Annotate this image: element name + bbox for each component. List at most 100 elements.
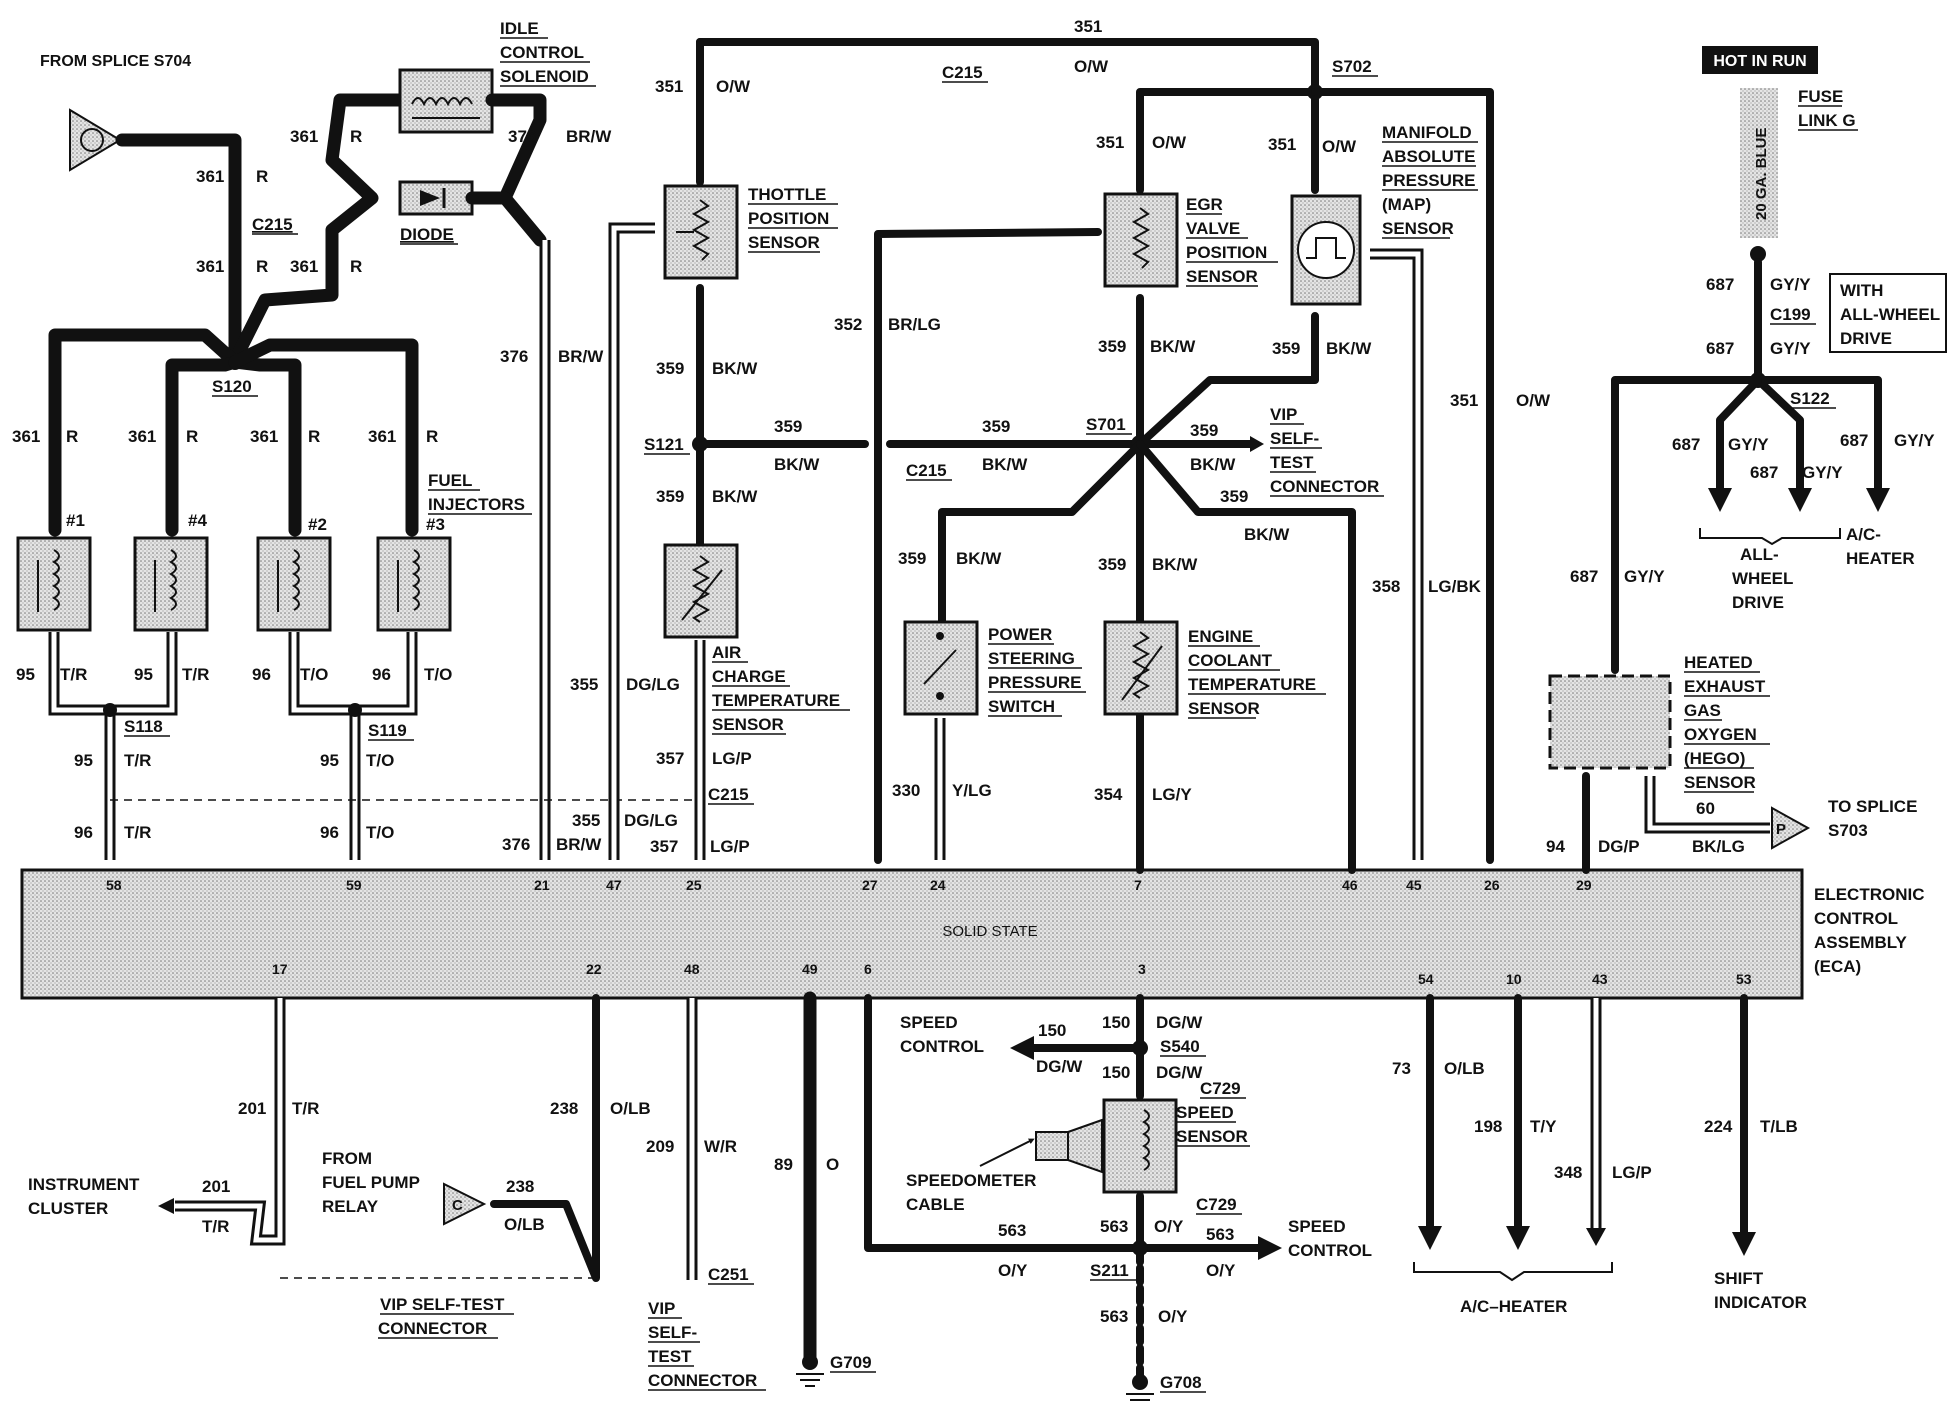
eca-solid-state-label: SOLID STATE	[942, 923, 1037, 940]
wire-label: POSITION	[1186, 243, 1267, 262]
wire-label: COOLANT	[1188, 651, 1273, 670]
wire-label: SPEED	[1176, 1103, 1234, 1122]
wire-label: 351	[1096, 133, 1124, 152]
wire-label: 359	[656, 359, 684, 378]
with-awd-box: WITH ALL-WHEEL DRIVE	[1829, 273, 1947, 353]
wire-label: (HEGO)	[1684, 749, 1745, 768]
wire-label: BK/W	[1150, 337, 1196, 356]
s119-label: S119	[368, 721, 407, 740]
wire-label: 209	[646, 1137, 674, 1156]
wire-label: 238	[506, 1177, 534, 1196]
wire-label: T/R	[60, 665, 87, 684]
ac-heater-bottom-label: A/C–HEATER	[1460, 1297, 1567, 1316]
map-sensor	[1290, 194, 1362, 306]
pin-29: 29	[1576, 877, 1592, 893]
g708-label: G708	[1160, 1373, 1202, 1392]
wire-361-label-d: 361	[290, 257, 318, 276]
idle-control-solenoid	[398, 68, 494, 134]
wire-label: 238	[550, 1099, 578, 1118]
wire-label: SENSOR	[1188, 699, 1260, 718]
wire-label: INDICATOR	[1714, 1293, 1807, 1312]
wire-label: T/O	[424, 665, 452, 684]
pin-59: 59	[346, 877, 362, 893]
inj3-wire-r: R	[426, 427, 438, 446]
wire-label: ALL-	[1740, 545, 1779, 564]
wire-label: A/C-	[1846, 525, 1881, 544]
wire-label: DG/LG	[626, 675, 680, 694]
wire-label: 563	[998, 1221, 1026, 1240]
wire-label: SOLENOID	[500, 67, 589, 86]
wire-label: 224	[1704, 1117, 1733, 1136]
wire-label: DRIVE	[1732, 593, 1784, 612]
wire-label: (MAP)	[1382, 195, 1431, 214]
inj4-number: #4	[188, 511, 207, 530]
wire-label: 348	[1554, 1163, 1582, 1182]
wire-label: DG/W	[1156, 1013, 1203, 1032]
wire-label: BK/W	[1152, 555, 1198, 574]
pin-17: 17	[272, 961, 288, 977]
wire-label: T/R	[292, 1099, 319, 1118]
wire-label: 359	[774, 417, 802, 436]
wire-label: RELAY	[322, 1197, 379, 1216]
wire-label: 150	[1038, 1021, 1066, 1040]
wire-361-label-a: 361	[196, 167, 224, 186]
wire-label: BK/W	[982, 455, 1028, 474]
c729-label-a: C729	[1200, 1079, 1241, 1098]
pin-22: 22	[586, 961, 602, 977]
wire-label: BK/W	[712, 487, 758, 506]
g709-label: G709	[830, 1353, 872, 1372]
wire-label: 96	[320, 823, 339, 842]
s701-label: S701	[1086, 415, 1126, 434]
wire-label: 687	[1706, 275, 1734, 294]
pin-27: 27	[862, 877, 878, 893]
wire-label: 687	[1840, 431, 1868, 450]
wire-label: ASSEMBLY	[1814, 933, 1908, 952]
wire-label: TEMPERATURE	[1188, 675, 1316, 694]
wire-label: GY/Y	[1894, 431, 1935, 450]
wire-brw-label-b: BR/W	[558, 347, 604, 366]
wire-label: SENSOR	[1684, 773, 1756, 792]
wire-label: CONTROL	[900, 1037, 984, 1056]
wire-label: FUSE	[1798, 87, 1843, 106]
wire-label: ENGINE	[1188, 627, 1253, 646]
power-steering-pressure-switch	[903, 620, 979, 716]
wire-label: ELECTRONIC	[1814, 885, 1925, 904]
wire-label: T/R	[182, 665, 209, 684]
wire-label: O/W	[1152, 133, 1187, 152]
wire-label: 96	[74, 823, 93, 842]
wire-label: HEATED	[1684, 653, 1753, 672]
vip-self-test-connector-c251-label: VIP SELF- TEST CONNECTOR	[648, 1299, 766, 1391]
wire-label: W/R	[704, 1137, 737, 1156]
wire-label: DG/W	[1036, 1057, 1083, 1076]
c215-label-a: C215	[252, 215, 293, 234]
inj1-wire-361: 361	[12, 427, 40, 446]
wire-label: BR/LG	[888, 315, 941, 334]
wire-label: 563	[1206, 1225, 1234, 1244]
wire-label: T/O	[366, 751, 394, 770]
pin-54: 54	[1418, 971, 1434, 987]
wire-label: 687	[1750, 463, 1778, 482]
wire-label: 359	[982, 417, 1010, 436]
wire-label: SENSOR	[748, 233, 820, 252]
wire-label: O/Y	[998, 1261, 1028, 1280]
hego-sensor	[1548, 674, 1672, 770]
wire-label: 351	[655, 77, 683, 96]
wire-label: WHEEL	[1732, 569, 1793, 588]
s211-label: S211	[1090, 1261, 1129, 1280]
c199-label: C199	[1770, 305, 1811, 324]
wire-label: GY/Y	[1624, 567, 1665, 586]
wire-label: T/Y	[1530, 1117, 1557, 1136]
speedometer-cable-label: SPEEDOMETER CABLE	[906, 1171, 1036, 1214]
pin-3: 3	[1138, 961, 1146, 977]
wire-label: LINK G	[1798, 111, 1856, 130]
inj4-wire-361: 361	[128, 427, 156, 446]
wire-label: DRIVE	[1840, 329, 1892, 348]
wire-label: STEERING	[988, 649, 1075, 668]
ac-heater-top-label: A/C- HEATER	[1846, 525, 1915, 568]
wire-label: ALL-WHEEL	[1840, 305, 1940, 324]
wire-label: T/O	[366, 823, 394, 842]
wire-label: 355	[572, 811, 600, 830]
wire-brw-label-c: BR/W	[556, 835, 602, 854]
wire-label: O/Y	[1206, 1261, 1236, 1280]
